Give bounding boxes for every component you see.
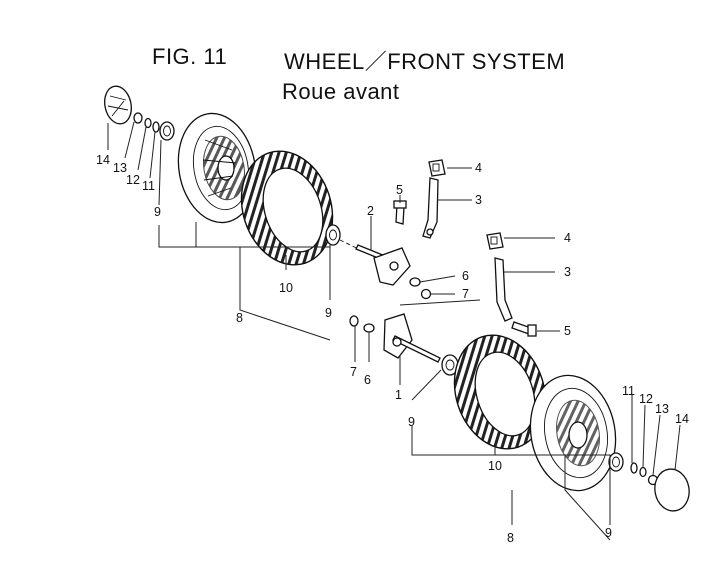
washer-upper-6 (409, 277, 421, 287)
callout-washer-right-12: 12 (639, 392, 653, 406)
callout-nut-left: 13 (113, 161, 127, 175)
callout-bearing-left-outer: 9 (154, 205, 161, 219)
leader-lines (107, 121, 681, 541)
callout-tire-left: 10 (279, 281, 293, 295)
callout-bearing-right-inner: 9 (408, 415, 415, 429)
washer-left-11 (152, 121, 160, 133)
callout-tire-right: 10 (488, 459, 502, 473)
callout-hub-cap-right: 14 (675, 412, 689, 426)
callout-clip-upper: 4 (475, 161, 482, 175)
nut-upper-7 (420, 288, 432, 300)
axle-bracket-lower (383, 313, 441, 363)
figure-title: WHEEL／FRONT SYSTEM (284, 49, 566, 74)
washer-lower-6 (363, 323, 375, 333)
callout-washer-left-11: 11 (142, 179, 155, 193)
callout-washer-right-11: 11 (622, 384, 635, 398)
callout-wheel-assembly-left: 8 (236, 311, 243, 325)
callout-washer-left-12: 12 (126, 173, 140, 187)
washer-right-12 (639, 466, 647, 478)
callout-hub-cap-left: 14 (96, 153, 110, 167)
nut-lower-7 (349, 315, 359, 327)
clip-upper-4 (428, 159, 446, 177)
nut-left (133, 112, 143, 124)
callout-bolt-lower: 5 (564, 324, 571, 338)
callout-axle-upper: 2 (367, 204, 374, 218)
callout-bolt-upper: 5 (396, 183, 403, 197)
axle-bracket-upper (339, 239, 411, 286)
bearing-right-inner (441, 354, 459, 376)
figure-number: FIG. 11 (152, 44, 228, 69)
callout-wheel-assembly-right: 8 (507, 531, 514, 545)
callout-washer-lower: 6 (364, 373, 371, 387)
callout-bracket-upper: 3 (475, 193, 482, 207)
bracket-lower-3 (494, 257, 513, 322)
wheel-rim-right (529, 374, 617, 492)
hub-cap-right (654, 468, 690, 512)
callout-nut-upper: 7 (462, 287, 469, 301)
callout-nut-right: 13 (655, 402, 669, 416)
washer-left-12 (144, 117, 152, 129)
figure-subtitle: Roue avant (282, 79, 400, 104)
callout-bracket-lower: 3 (564, 265, 571, 279)
callout-bearing-left-inner: 9 (325, 306, 332, 320)
callout-axle-lower: 1 (395, 388, 402, 402)
callout-clip-lower: 4 (564, 231, 571, 245)
bolt-lower-5 (511, 321, 537, 337)
washer-right-11 (630, 462, 638, 474)
hub-cap-left (104, 85, 132, 125)
tire-left (240, 150, 334, 266)
callout-nut-lower: 7 (350, 365, 357, 379)
tire-right (453, 334, 547, 450)
bearing-right-outer (608, 452, 624, 472)
clip-lower-4 (486, 232, 504, 250)
bracket-upper-3 (422, 177, 439, 239)
callout-washer-upper: 6 (462, 269, 469, 283)
bolt-upper (393, 200, 407, 225)
callout-bearing-right-outer: 9 (605, 526, 612, 540)
bearing-left-inner (325, 224, 341, 246)
bearing-left-outer (159, 121, 175, 141)
